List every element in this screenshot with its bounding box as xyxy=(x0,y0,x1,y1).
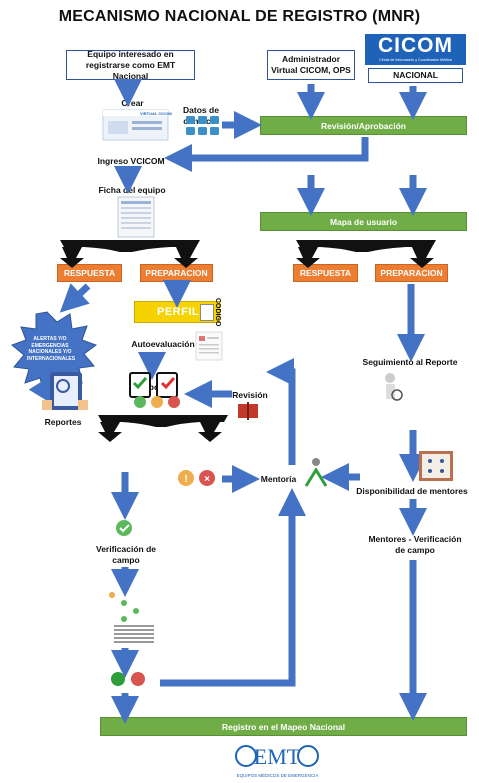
preparacion-left-text: PREPARACION xyxy=(145,268,208,278)
preparacion-right-text: PREPARACION xyxy=(380,268,443,278)
warning-x-icons: ! × xyxy=(178,470,215,486)
crear-usuario-thumb xyxy=(102,109,169,141)
traffic-light-icons xyxy=(111,672,145,686)
registro-bar-text: Registro en el Mapeo Nacional xyxy=(221,721,346,732)
mentoria-figure-icon xyxy=(304,458,328,487)
nacional-box: NACIONAL xyxy=(368,68,463,83)
reportes-tablet-icon xyxy=(42,372,88,410)
alertas-text: ALERTAS Y/O EMERGENCIAS NACIONALES Y/O I… xyxy=(27,336,76,362)
split-arrows xyxy=(60,240,436,442)
perfil-badge: PERFIL xyxy=(134,301,220,323)
verificacion-list-icon xyxy=(109,592,154,643)
nacional-text: NACIONAL xyxy=(393,70,438,80)
admin-text: Administrador Virtual CICOM, OPS xyxy=(271,54,351,75)
mapa-bar-text: Mapa de usuario xyxy=(329,216,398,227)
reporte-label: Reporte xyxy=(137,382,171,392)
contact-icons xyxy=(186,116,219,135)
cicom-name: CICOM xyxy=(378,34,453,57)
verificacion-label: Verificación de campo xyxy=(96,544,156,565)
mapa-bar: Mapa de usuario xyxy=(260,212,467,231)
arrow-alertas-reportes xyxy=(28,374,56,406)
autoevaluacion-thumb xyxy=(195,331,223,361)
mentores-verif-label: Mentores - Verificación de campo xyxy=(368,534,462,555)
verificacion-check-icon xyxy=(116,520,132,536)
ficha-thumb xyxy=(117,196,155,238)
virtual-cicom-text: VIRTUAL CICOM xyxy=(140,111,172,116)
arrow-mentoria-revision xyxy=(266,358,296,465)
svg-text:×: × xyxy=(204,474,210,485)
seguimiento-label: Seguimiento al Reporte xyxy=(362,357,458,367)
disponibilidad-label: Disponibilidad de mentores xyxy=(356,486,468,496)
svg-text:!: ! xyxy=(184,474,187,485)
emt-logo: EMT xyxy=(232,742,322,770)
admin-box: Administrador Virtual CICOM, OPS xyxy=(267,50,355,80)
revision-book-icon xyxy=(238,402,258,420)
emt-logo-graphic: EMT xyxy=(235,744,319,769)
emt-logo-text: EMT xyxy=(254,744,301,769)
arrow-revision-ingreso xyxy=(164,137,369,172)
registro-bar: Registro en el Mapeo Nacional xyxy=(100,717,467,736)
cicom-logo: CICOM Célula de Información y Coordinaci… xyxy=(365,34,466,65)
page-title: MECANISMO NACIONAL DE REGISTRO (MNR) xyxy=(58,8,421,25)
cicom-subtitle: Célula de Información y Coordinación Méd… xyxy=(379,58,452,62)
respuesta-right-text: RESPUESTA xyxy=(299,268,352,278)
revision-label: Revisión xyxy=(232,390,268,400)
arrow-lights-mentoria xyxy=(160,488,306,687)
disponibilidad-board-icon xyxy=(419,451,453,481)
perfil-text: PERFIL xyxy=(157,306,200,318)
preparacion-right: PREPARACION xyxy=(375,264,448,282)
revision-bar-text: Revisión/Aprobación xyxy=(320,120,406,131)
arrow-respuesta-alertas xyxy=(59,283,91,313)
ingreso-label: Ingreso VCICOM xyxy=(97,156,165,166)
seguimiento-figure-icon xyxy=(385,373,403,401)
respuesta-right: RESPUESTA xyxy=(293,264,358,282)
respuesta-left-text: RESPUESTA xyxy=(63,268,116,278)
perfil-doc-icon xyxy=(200,304,214,321)
emt-caption: EQUIPOS MÉDICOS DE EMERGENCIA xyxy=(236,773,319,778)
autoevaluacion-label: Autoevaluación xyxy=(131,339,195,349)
reporte-clipboards xyxy=(129,372,178,398)
reporte-status-icons xyxy=(134,396,180,408)
mentoria-label: Mentoría xyxy=(260,474,297,484)
respuesta-left: RESPUESTA xyxy=(57,264,122,282)
reportes-label: Reportes xyxy=(44,417,82,427)
equipo-text: Equipo interesado en registrarse como EM… xyxy=(85,48,176,81)
